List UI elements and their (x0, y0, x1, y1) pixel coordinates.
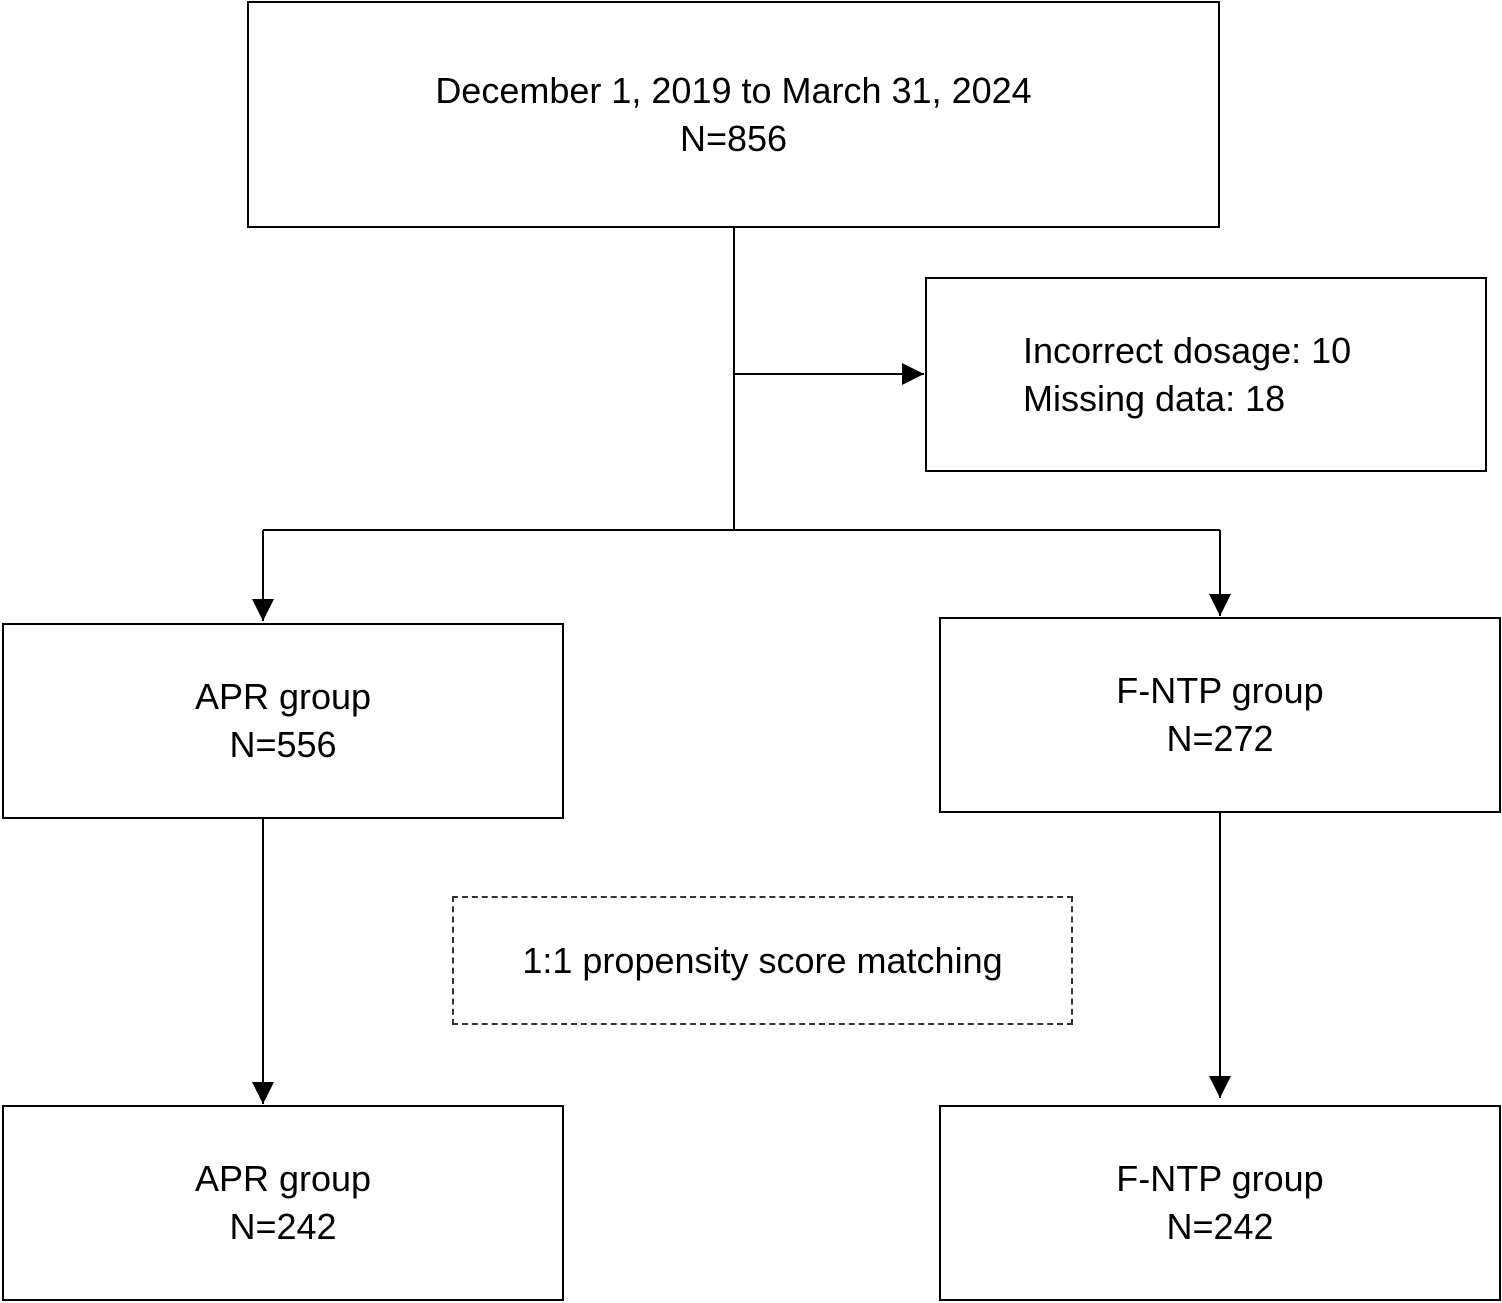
fntp-matched-count: N=242 (1166, 1206, 1274, 1247)
apr-matched-box: APR group N=242 (2, 1105, 564, 1301)
apr-group-label: APR group (194, 676, 372, 717)
apr-matched-count: N=242 (229, 1206, 337, 1247)
apr-group-count: N=556 (229, 724, 337, 765)
start-period: December 1, 2019 to March 31, 2024 (435, 70, 1032, 111)
fntp-matched-box: F-NTP group N=242 (939, 1105, 1501, 1301)
exclusion-missing-data: Missing data: 18 (1023, 377, 1286, 419)
fntp-matched-label: F-NTP group (1116, 1158, 1324, 1199)
fntp-group-label: F-NTP group (1116, 670, 1324, 711)
start-count: N=856 (679, 118, 788, 159)
apr-matched-label: APR group (194, 1158, 372, 1199)
apr-group-box: APR group N=556 (2, 623, 564, 819)
fntp-group-box: F-NTP group N=272 (939, 617, 1501, 813)
matching-box: 1:1 propensity score matching (452, 896, 1073, 1025)
exclusion-incorrect-dosage: Incorrect dosage: 10 (1023, 329, 1352, 371)
matching-label: 1:1 propensity score matching (522, 939, 1003, 981)
exclusion-box: Incorrect dosage: 10 Missing data: 18 (925, 277, 1487, 472)
start-box: December 1, 2019 to March 31, 2024 N=856 (247, 1, 1220, 228)
fntp-group-count: N=272 (1166, 718, 1274, 759)
